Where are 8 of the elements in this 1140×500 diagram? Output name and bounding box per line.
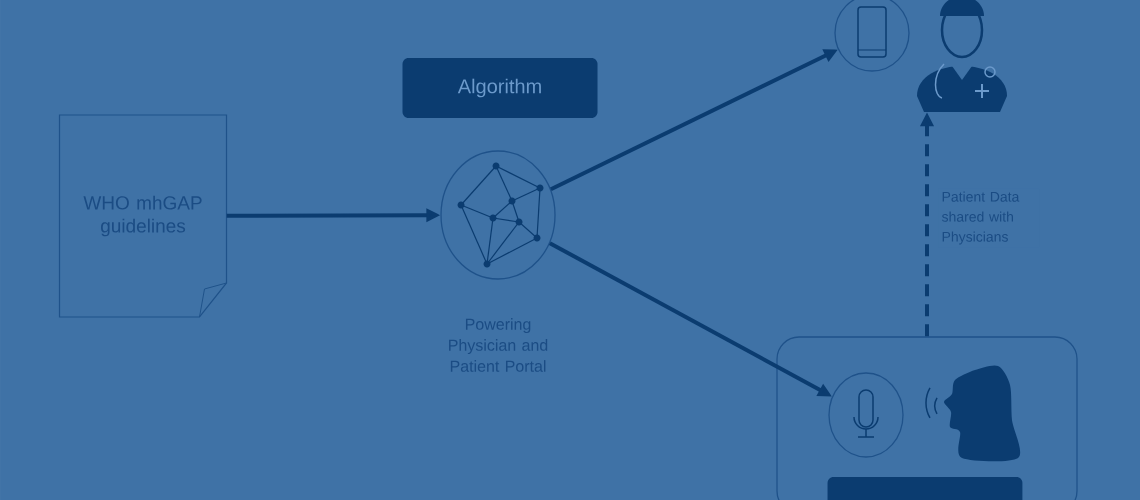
label-box: Algorithm [402,58,598,118]
rounded-frame [776,336,1078,500]
doctor-drawing [917,0,1007,112]
network-circle [440,150,556,280]
label-box [827,477,1023,500]
microphone-circle [828,372,904,458]
speaking-person-drawing [925,365,1021,462]
phone-circle [834,0,910,72]
